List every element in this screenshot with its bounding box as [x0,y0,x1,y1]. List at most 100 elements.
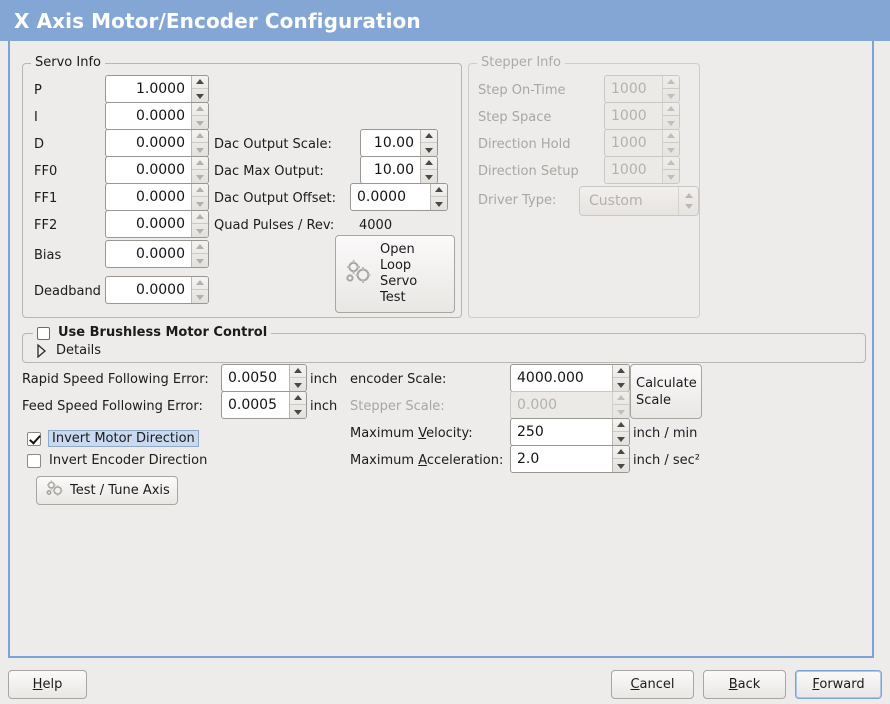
spinner-up-icon[interactable] [431,184,447,197]
spinner-buttons[interactable] [612,446,629,472]
spinner-up-icon[interactable] [192,103,208,116]
maximum-velocity-value[interactable] [511,419,612,445]
spinner-buttons[interactable] [612,419,629,445]
step-space-value[interactable] [605,103,662,129]
spinner-down-icon[interactable] [613,405,629,418]
forward-button[interactable]: Forward [795,670,882,699]
servo-input-bias[interactable] [105,240,209,268]
dac-output-offset-value[interactable] [351,184,430,210]
rapid-following-error-value[interactable] [222,365,289,391]
spinner-down-icon[interactable] [613,432,629,445]
calculate-scale-button[interactable]: Calculate Scale [630,364,702,419]
spinner-down-icon[interactable] [431,197,447,210]
spinner-down-icon[interactable] [613,378,629,391]
servo-input-ff1[interactable] [105,183,209,211]
spinner-down-icon[interactable] [192,290,208,303]
spinner-down-icon[interactable] [192,143,208,156]
spinner-down-icon[interactable] [663,170,679,183]
step-on-time-input[interactable] [604,75,680,103]
dac-output-scale-input[interactable] [360,129,438,157]
invert-encoder-direction-checkbox[interactable] [27,453,41,468]
spinner-down-icon[interactable] [663,143,679,156]
servo-value-ff0[interactable] [106,157,191,183]
cancel-button[interactable]: Cancel [611,670,694,699]
spinner-down-icon[interactable] [663,116,679,129]
chevron-right-icon[interactable] [36,343,46,358]
servo-input-i[interactable] [105,102,209,130]
spinner-up-icon[interactable] [613,365,629,378]
invert-encoder-direction-checkbox-row[interactable]: Invert Encoder Direction [27,453,207,468]
spinner-up-icon[interactable] [192,130,208,143]
spinner-buttons[interactable] [662,103,679,129]
maximum-velocity-input[interactable] [510,418,630,446]
servo-value-bias[interactable] [106,241,191,267]
dac-max-output-input[interactable] [360,156,438,184]
servo-value-p[interactable] [106,76,191,102]
servo-input-ff0[interactable] [105,156,209,184]
stepper-scale-input[interactable] [510,391,630,419]
spinner-up-icon[interactable] [613,446,629,459]
spinner-up-icon[interactable] [663,103,679,116]
spinner-up-icon[interactable] [613,419,629,432]
use-brushless-motor-control-checkbox[interactable] [37,326,50,340]
spinner-buttons[interactable] [191,130,208,156]
stepper-scale-value[interactable] [511,392,612,418]
spinner-down-icon[interactable] [613,459,629,472]
spinner-up-icon[interactable] [192,241,208,254]
spinner-buttons[interactable] [662,76,679,102]
spinner-buttons[interactable] [289,365,306,391]
spinner-down-icon[interactable] [192,197,208,210]
spinner-buttons[interactable] [191,76,208,102]
spinner-buttons[interactable] [662,130,679,156]
spinner-down-icon[interactable] [663,89,679,102]
rapid-following-error-input[interactable] [221,364,307,392]
spinner-up-icon[interactable] [192,184,208,197]
servo-value-i[interactable] [106,103,191,129]
spinner-down-icon[interactable] [290,405,306,418]
servo-input-deadband[interactable] [105,276,209,304]
spinner-up-icon[interactable] [421,157,437,170]
dac-max-output-value[interactable] [361,157,420,183]
spinner-buttons[interactable] [191,211,208,237]
spinner-down-icon[interactable] [192,224,208,237]
direction-setup-value[interactable] [605,157,662,183]
spinner-down-icon[interactable] [421,170,437,183]
spinner-up-icon[interactable] [663,157,679,170]
driver-type-select[interactable]: Custom [579,186,699,216]
spinner-up-icon[interactable] [663,130,679,143]
servo-input-d[interactable] [105,129,209,157]
spinner-buttons[interactable] [191,241,208,267]
spinner-down-icon[interactable] [192,170,208,183]
spinner-buttons[interactable] [420,157,437,183]
test-tune-axis-button[interactable]: Test / Tune Axis [36,476,178,505]
spinner-down-icon[interactable] [290,378,306,391]
open-loop-servo-test-button[interactable]: Open Loop Servo Test [335,235,455,313]
encoder-scale-value[interactable] [511,365,612,391]
servo-value-d[interactable] [106,130,191,156]
servo-input-p[interactable] [105,75,209,103]
chevron-updown-icon[interactable] [678,187,698,215]
back-button[interactable]: Back [703,670,786,699]
spinner-up-icon[interactable] [663,76,679,89]
spinner-buttons[interactable] [191,277,208,303]
encoder-scale-input[interactable] [510,364,630,392]
spinner-buttons[interactable] [662,157,679,183]
invert-motor-direction-checkbox-row[interactable]: Invert Motor Direction [27,430,199,447]
spinner-buttons[interactable] [191,103,208,129]
help-button[interactable]: Help [8,670,87,699]
maximum-acceleration-input[interactable] [510,445,630,473]
spinner-buttons[interactable] [191,157,208,183]
servo-value-ff1[interactable] [106,184,191,210]
spinner-down-icon[interactable] [192,254,208,267]
spinner-buttons[interactable] [191,184,208,210]
maximum-acceleration-value[interactable] [511,446,612,472]
details-expander[interactable]: Details [36,343,101,358]
direction-hold-value[interactable] [605,130,662,156]
spinner-up-icon[interactable] [290,392,306,405]
spinner-up-icon[interactable] [192,157,208,170]
spinner-down-icon[interactable] [192,89,208,102]
spinner-buttons[interactable] [612,365,629,391]
direction-hold-input[interactable] [604,129,680,157]
spinner-up-icon[interactable] [192,76,208,89]
direction-setup-input[interactable] [604,156,680,184]
